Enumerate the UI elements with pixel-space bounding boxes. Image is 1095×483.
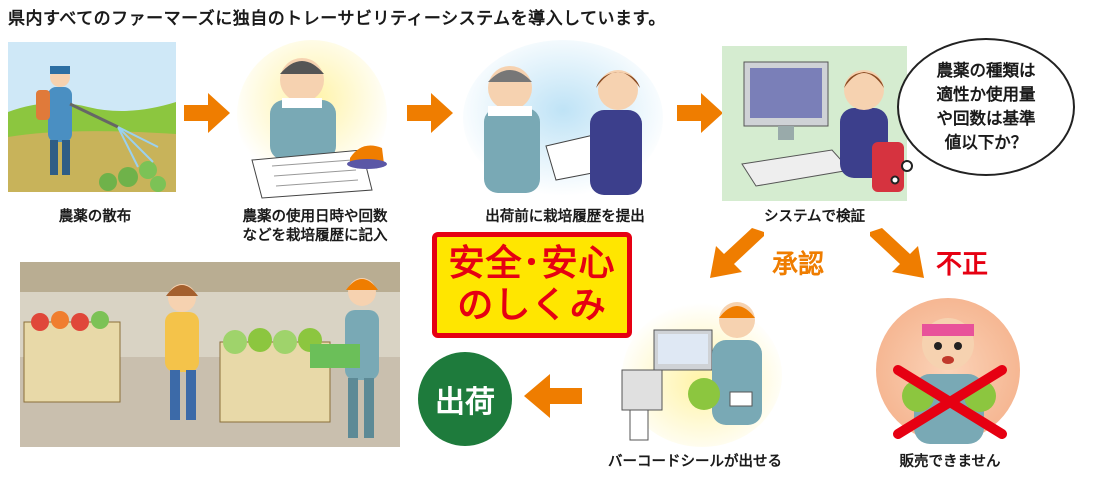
- verification-illustration: [722, 46, 907, 201]
- approve-label: 承認: [772, 250, 825, 280]
- step-caption-recording-line2: などを栽培履歴に記入: [242, 228, 388, 244]
- recording-illustration: [237, 40, 387, 199]
- step-caption-submission: 出荷前に栽培履歴を提出: [485, 209, 645, 225]
- market-illustration: [20, 262, 400, 447]
- verification-question-bubble: 農薬の種類は 適性か使用量 や回数は基準 値以下か？: [897, 38, 1075, 176]
- step-caption-spraying: 農薬の散布: [58, 209, 132, 225]
- arrow-left-icon: [524, 374, 582, 418]
- step-caption-recording-line1: 農薬の使用日時や回数: [242, 209, 388, 225]
- arrow-right-icon: [407, 93, 453, 133]
- spraying-illustration: [8, 42, 176, 192]
- fraud-label: 不正: [936, 250, 989, 280]
- arrow-down-left-icon: [710, 228, 764, 278]
- arrow-right-icon: [677, 93, 723, 133]
- ship-badge: 出荷: [418, 352, 512, 446]
- step-caption-verification: システムで検証: [763, 209, 866, 225]
- badge-line1: 安全･安心: [448, 243, 616, 284]
- badge-line2: のしくみ: [457, 285, 607, 326]
- barcode-printing-illustration: [621, 302, 782, 447]
- step-caption-recording: 農薬の使用日時や回数 などを栽培履歴に記入: [205, 208, 425, 246]
- rejected-farmer-illustration: [876, 298, 1020, 444]
- submission-illustration: [463, 40, 663, 196]
- safety-system-badge: 安全･安心 のしくみ: [432, 232, 632, 338]
- headline: 県内すべてのファーマーズに独自のトレーサビリティーシステムを導入しています。: [8, 9, 666, 29]
- arrow-right-icon: [184, 93, 230, 133]
- not-sold-caption: 販売できません: [899, 454, 1001, 470]
- bubble-text: 農薬の種類は 適性か使用量 や回数は基準 値以下か？: [936, 61, 1036, 152]
- arrow-down-right-icon: [870, 228, 924, 278]
- barcode-caption: バーコードシールが出せる: [608, 454, 782, 470]
- bubble-tail-icon: [890, 160, 913, 185]
- ship-label: 出荷: [435, 385, 495, 420]
